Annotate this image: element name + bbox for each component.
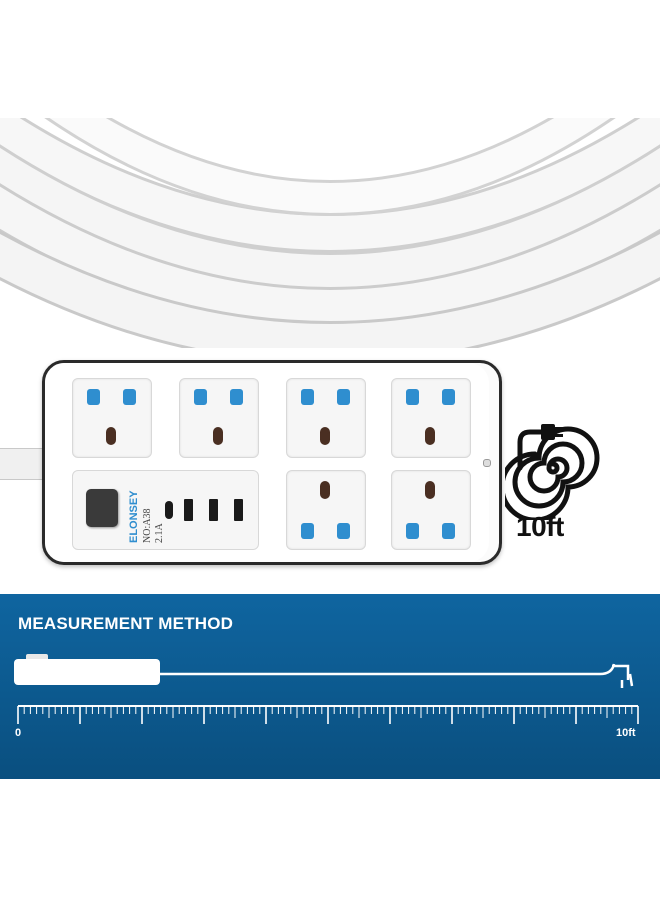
measurement-title: MEASUREMENT METHOD: [18, 614, 234, 633]
ruler-start-label: 0: [15, 727, 22, 739]
svg-text:2.1A: 2.1A: [154, 523, 165, 544]
power-switch-icon[interactable]: [86, 489, 118, 527]
plug-prong: [555, 434, 563, 437]
outlet-slot: [230, 389, 243, 405]
cable-length-label: 10ft: [516, 511, 564, 542]
outlet-ground-pin: [425, 427, 435, 445]
outlet-top-2: [179, 378, 259, 458]
brand-label: ELONSEY NO:A38 2.1A: [128, 490, 165, 544]
mini-plug-end: [612, 664, 634, 688]
measurement-band: [0, 594, 660, 779]
outlet-top-3: [286, 378, 366, 458]
outlet-slot: [87, 389, 100, 405]
outlet-ground-pin: [106, 427, 116, 445]
outlet-slot: [301, 523, 314, 539]
outlet-slot: [194, 389, 207, 405]
coiled-cable: [0, 118, 660, 348]
outlet-bottom-2: [391, 470, 471, 550]
outlet-ground-pin: [320, 427, 330, 445]
outlet-slot: [406, 523, 419, 539]
ruler: [17, 705, 639, 724]
outlet-ground-pin: [320, 481, 330, 499]
svg-text:NO:A38: NO:A38: [142, 509, 153, 543]
outlet-slot: [123, 389, 136, 405]
outlet-slot: [337, 389, 350, 405]
outlet-slot: [301, 389, 314, 405]
power-strip: ELONSEY NO:A38 2.1A: [42, 360, 502, 565]
plug-prong: [555, 427, 563, 430]
usb-panel: ELONSEY NO:A38 2.1A: [72, 470, 259, 550]
outlet-slot: [442, 523, 455, 539]
outlet-slot: [442, 389, 455, 405]
outlet-bottom-1: [286, 470, 366, 550]
outlet-top-1: [72, 378, 152, 458]
ruler-end-label: 10ft: [616, 727, 636, 739]
plug-head: [541, 424, 555, 440]
usb-a-port: [209, 499, 218, 521]
outlet-ground-pin: [213, 427, 223, 445]
mini-strip-plug: [26, 654, 48, 661]
outlet-ground-pin: [425, 481, 435, 499]
mini-power-strip: [14, 659, 160, 685]
outlet-slot: [406, 389, 419, 405]
usb-c-port: [165, 501, 173, 519]
coiled-cable-plug-icon: [505, 424, 600, 520]
usb-a-port: [234, 499, 243, 521]
indicator-light: [483, 459, 491, 467]
power-cord: [0, 448, 46, 480]
outlet-top-4: [391, 378, 471, 458]
usb-a-port: [184, 499, 193, 521]
svg-text:ELONSEY: ELONSEY: [128, 490, 140, 543]
outlet-slot: [337, 523, 350, 539]
power-strip-face: ELONSEY NO:A38 2.1A: [45, 363, 491, 562]
